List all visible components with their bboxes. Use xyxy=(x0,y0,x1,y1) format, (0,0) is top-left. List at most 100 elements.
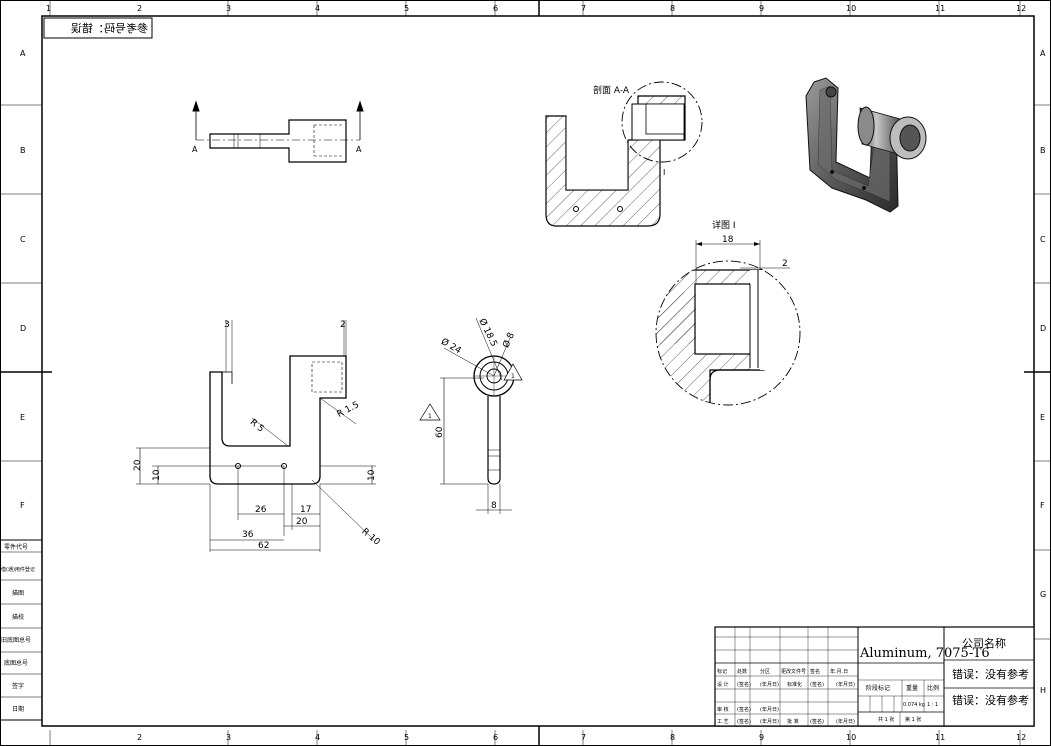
section-aa-view: 剖面 A-A I xyxy=(545,81,703,227)
bottom-zone-10: 10 xyxy=(846,733,856,742)
left-zone-E: E xyxy=(20,413,25,422)
tb-r4-sig2: (签名) xyxy=(810,718,824,725)
top-zone-1: 1 xyxy=(46,4,51,13)
front-dim-26: 26 xyxy=(255,505,267,515)
bottom-zone-4: 4 xyxy=(315,733,320,742)
left-zone-F: F xyxy=(20,501,25,510)
top-zone-8: 8 xyxy=(670,4,675,13)
tb-weight-header: 重量 xyxy=(906,684,918,692)
left-zone-C: C xyxy=(20,235,26,244)
side-view: Ø 18.5 Ø 24 Ø 8 1 1 60 8 xyxy=(419,317,523,514)
tb-r3-date: (年月日) xyxy=(760,706,779,713)
title-block: 标记 处数 分区 更改文件号 签名 年.月.日 设 计 (签名) (年月日) 标… xyxy=(714,626,1035,727)
front-dim-3: 3 xyxy=(224,320,230,330)
iso-view xyxy=(805,77,927,213)
right-zone-H: H xyxy=(1040,686,1046,695)
stub-label-borrow: 借(通)用件登记 xyxy=(1,566,35,573)
front-view: 3 2 R 5 R 1.5 20 10 10 26 17 20 36 62 xyxy=(133,320,382,552)
top-zone-11: 11 xyxy=(935,4,945,13)
front-dim-2: 2 xyxy=(340,320,346,330)
right-zone-F: F xyxy=(1040,501,1045,510)
stub-label-part-code: 零件代号 xyxy=(4,543,28,551)
top-zone-12: 12 xyxy=(1016,4,1026,13)
tb-r3-sig: (签名) xyxy=(737,706,751,713)
left-zone-A: A xyxy=(20,49,26,58)
stub-label-sign: 签字 xyxy=(12,682,24,690)
bottom-zone-8: 8 xyxy=(670,733,675,742)
bottom-zone-6: 6 xyxy=(493,733,498,742)
top-zone-4: 4 xyxy=(315,4,320,13)
top-view: A A xyxy=(192,100,364,163)
right-zone-A: A xyxy=(1040,49,1046,58)
right-zone-G: G xyxy=(1040,590,1046,599)
front-dim-62: 62 xyxy=(258,541,269,551)
detail-dim-18: 18 xyxy=(722,235,734,245)
tb-sheets: 共 1 张 xyxy=(878,716,894,723)
left-zone-bar: A B C D E F xyxy=(0,49,52,510)
side-dim-8: 8 xyxy=(491,501,497,511)
top-zone-7: 7 xyxy=(581,4,586,13)
tb-hdr-sign: 签名 xyxy=(810,668,820,675)
side-flag-1: 1 xyxy=(511,373,515,380)
top-zone-10: 10 xyxy=(846,4,856,13)
right-zone-C: C xyxy=(1040,235,1046,244)
section-aa-title: 剖面 A-A xyxy=(593,84,630,96)
tb-r3-review: 审 核 xyxy=(717,706,729,713)
detail-i-view: 详图 I 18 2 xyxy=(655,219,801,406)
bottom-zone-5: 5 xyxy=(404,733,409,742)
right-zone-bar: A B C D E F G H xyxy=(1024,49,1051,695)
tb-error-2: 错误：没有参考 xyxy=(952,693,1029,707)
top-zone-2: 2 xyxy=(137,4,142,13)
tb-r2-std: 标准化 xyxy=(787,681,802,688)
tb-r4-sig: (签名) xyxy=(737,718,751,725)
tb-r2-design: 设 计 xyxy=(717,681,729,688)
right-zone-B: B xyxy=(1040,146,1046,155)
left-zone-D: D xyxy=(20,324,26,333)
bottom-zone-7: 7 xyxy=(581,733,586,742)
tb-scale-header: 比例 xyxy=(927,684,939,692)
right-zone-E: E xyxy=(1040,413,1045,422)
tb-error-1: 错误：没有参考 xyxy=(952,667,1029,681)
tb-r4-process: 工 艺 xyxy=(717,719,729,725)
section-mark-left: A xyxy=(192,145,198,154)
bottom-zone-12: 12 xyxy=(1016,733,1026,742)
mirrored-note-text: 参考号码：错误 xyxy=(71,21,148,35)
tb-hdr-date: 年.月.日 xyxy=(830,668,848,675)
tb-r2-sig2: (签名) xyxy=(810,681,824,688)
tb-hdr-mark: 标记 xyxy=(717,668,727,675)
bottom-zone-9: 9 xyxy=(759,733,764,742)
tb-r4-date2: (年月日) xyxy=(836,718,855,725)
tb-material: Aluminum, 7075-T6 xyxy=(859,646,990,661)
tb-sheet-no: 第 1 张 xyxy=(905,716,921,723)
tb-r4-date: (年月日) xyxy=(760,718,779,725)
stub-label-trace: 描图 xyxy=(12,589,24,597)
bottom-zone-3: 3 xyxy=(226,733,231,742)
tb-r2-date: (年月日) xyxy=(760,681,779,688)
side-dim-d18: Ø 18.5 xyxy=(476,317,499,349)
front-dim-36: 36 xyxy=(242,530,254,540)
front-dim-r10: R 10 xyxy=(359,527,381,548)
stub-label-date: 日期 xyxy=(12,705,24,713)
tb-weight-value: 0.074 kg xyxy=(903,702,925,708)
bottom-zone-11: 11 xyxy=(935,733,945,742)
bottom-zone-bar: 2 3 4 5 6 7 8 9 10 11 12 xyxy=(49,726,1026,746)
tb-stage-header: 阶段标记 xyxy=(866,684,890,692)
left-stub-table: 零件代号 借(通)用件登记 描图 描校 旧底图总号 底图总号 签字 日期 xyxy=(0,539,43,721)
front-dim-20b: 20 xyxy=(296,517,308,527)
stub-label-old-base: 旧底图总号 xyxy=(1,636,31,644)
mirrored-note-box: 参考号码：错误 xyxy=(43,17,153,39)
tb-r2-sig: (签名) xyxy=(737,681,751,688)
front-dim-20: 20 xyxy=(133,459,143,471)
top-zone-bar: 1 2 3 4 5 6 7 8 9 10 11 12 xyxy=(42,0,1034,17)
side-dim-60: 60 xyxy=(435,426,445,438)
tb-scale-value: 1 : 1 xyxy=(927,702,938,708)
detail-dim-2: 2 xyxy=(782,259,788,269)
left-zone-B: B xyxy=(20,146,26,155)
side-dim-d24: Ø 24 xyxy=(439,336,463,356)
section-mark-right: A xyxy=(356,145,362,154)
tb-hdr-zone: 分区 xyxy=(760,668,770,675)
top-zone-6: 6 xyxy=(493,4,498,13)
side-flag-2: 1 xyxy=(428,413,432,420)
front-dim-10-left: 10 xyxy=(152,469,162,481)
